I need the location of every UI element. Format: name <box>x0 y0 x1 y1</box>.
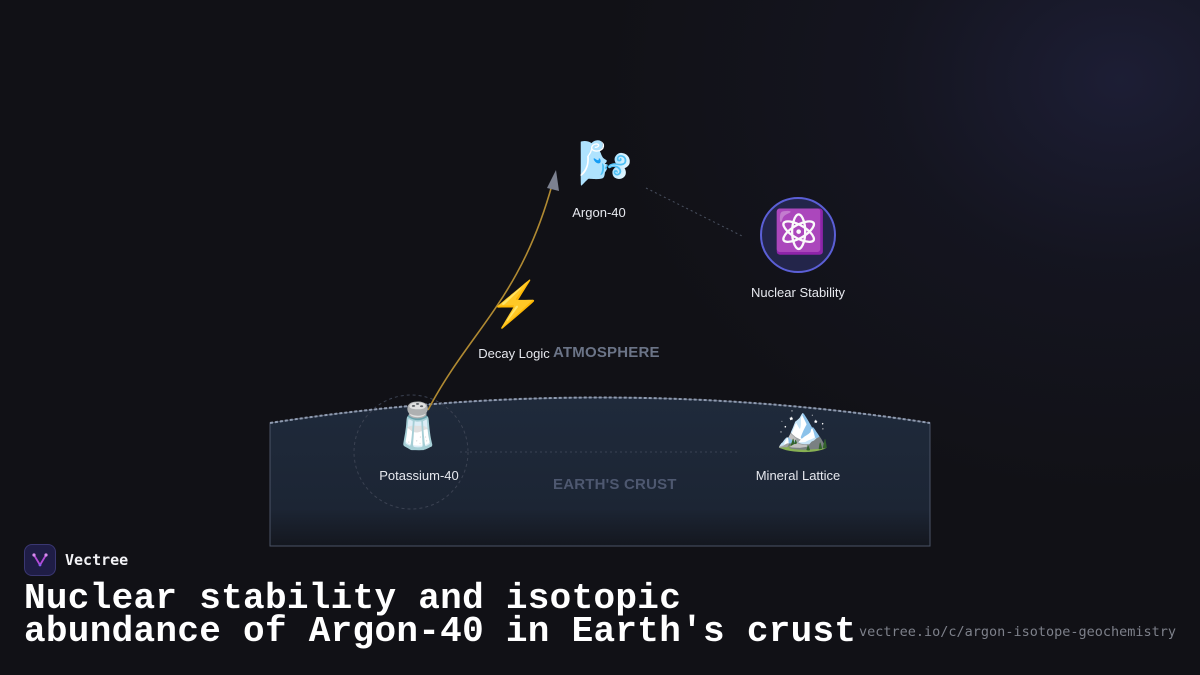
lightning-icon: ⚡ <box>488 280 544 329</box>
decay-arrowhead <box>547 170 559 191</box>
brand: Vectree <box>24 544 128 576</box>
mineral-lattice-label: Mineral Lattice <box>755 468 841 483</box>
source-url: vectree.io/c/argon-isotope-geochemistry <box>859 624 1176 640</box>
wind-face-icon: 🌬️ <box>577 139 633 188</box>
atom-icon: ⚛️ <box>773 208 827 255</box>
argon-40-label: Argon-40 <box>572 205 626 220</box>
nuclear-stability-label: Nuclear Stability <box>751 285 845 300</box>
atmosphere-region-label: ATMOSPHERE <box>553 344 660 361</box>
mountain-icon: 🏔️ <box>775 404 831 453</box>
potassium-halo <box>353 394 469 510</box>
page-title: Nuclear stability and isotopic abundance… <box>24 578 857 652</box>
connector-argon-stability <box>645 187 743 237</box>
brand-name: Vectree <box>65 551 129 569</box>
earths-crust-region-label: EARTH'S CRUST <box>553 476 677 493</box>
vectree-logo-icon <box>24 544 56 576</box>
crust-surface-line <box>269 396 931 424</box>
salt-shaker-icon: 🧂 <box>390 402 446 451</box>
decay-logic-label: Decay Logic <box>478 346 550 361</box>
potassium-40-label: Potassium-40 <box>379 468 459 483</box>
nuclear-stability-ring <box>760 197 836 273</box>
decay-arrow <box>427 184 553 411</box>
